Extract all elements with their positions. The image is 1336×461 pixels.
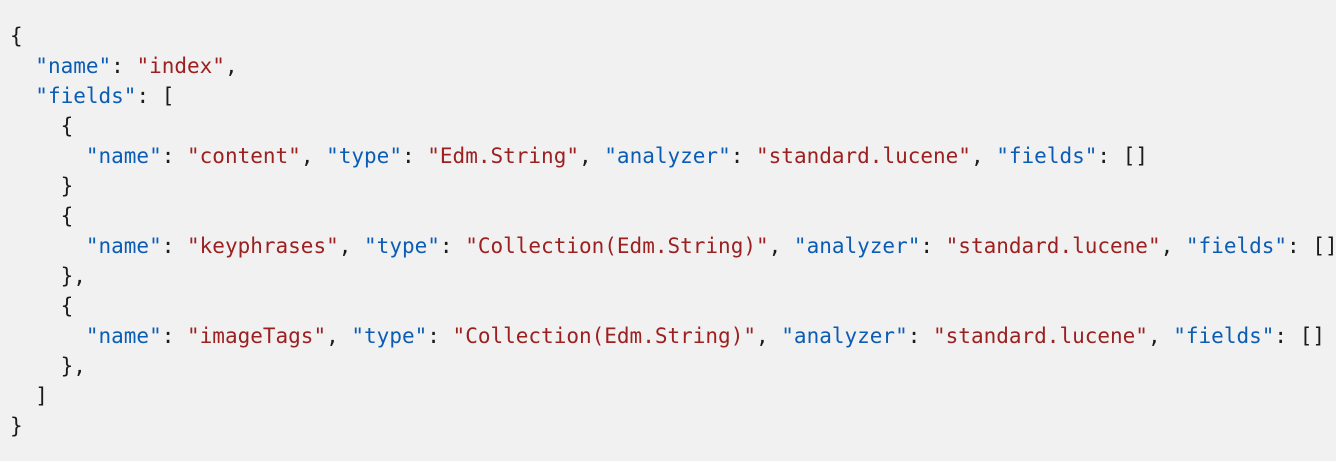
code-token-key: "fields" [35, 84, 137, 108]
code-token-bracket: ] [35, 384, 48, 408]
code-token-punct: : [111, 54, 137, 78]
code-token-key: "name" [35, 54, 112, 78]
code-token-key: "type" [364, 234, 440, 258]
code-token-punct: : [401, 144, 428, 168]
code-token-bracket: { [60, 294, 74, 318]
code-line: "name": "index", [10, 51, 1336, 81]
code-token-indent [10, 144, 86, 168]
code-line: ] [10, 381, 1336, 411]
code-token-punct: : [730, 144, 757, 168]
code-token-bracket: } [60, 264, 74, 288]
code-token-punct: : [136, 84, 162, 108]
code-token-punct: : [1287, 234, 1313, 258]
code-line: { [10, 111, 1336, 141]
code-token-punct: , [224, 54, 238, 78]
code-token-punct: : [1274, 324, 1300, 348]
code-token-bracket: [] [1122, 144, 1148, 168]
code-line: } [10, 171, 1336, 201]
code-token-indent [10, 264, 61, 288]
code-token-indent [10, 204, 61, 228]
code-token-punct: , [1147, 324, 1174, 348]
code-token-punct: , [326, 324, 352, 348]
code-token-string: "imageTags" [187, 324, 327, 348]
code-token-punct: , [1160, 234, 1186, 258]
code-token-punct: , [578, 144, 605, 168]
code-token-key: "type" [326, 144, 402, 168]
code-token-bracket: { [10, 24, 23, 48]
code-token-string: "standard.lucene" [933, 324, 1148, 348]
code-line: }, [10, 351, 1336, 381]
code-token-bracket: { [60, 204, 74, 228]
code-token-punct: : [161, 234, 188, 258]
code-token-punct: : [161, 144, 188, 168]
code-token-key: "analyzer" [604, 144, 731, 168]
code-token-string: "Edm.String" [427, 144, 579, 168]
code-token-punct: , [73, 264, 86, 288]
code-token-key: "fields" [996, 144, 1098, 168]
code-line: { [10, 201, 1336, 231]
code-token-punct: : [920, 234, 946, 258]
code-token-key: "name" [85, 234, 162, 258]
code-token-key: "fields" [1185, 234, 1288, 258]
code-token-indent [10, 294, 61, 318]
code-token-punct: : [1097, 144, 1123, 168]
code-token-bracket: [] [1299, 324, 1325, 348]
code-token-bracket: } [60, 174, 74, 198]
code-token-indent [10, 384, 35, 408]
code-token-string: "index" [136, 54, 225, 78]
code-token-string: "keyphrases" [187, 234, 339, 258]
code-token-punct: : [427, 324, 453, 348]
code-token-indent [10, 84, 35, 108]
code-token-indent [10, 354, 61, 378]
code-token-indent [10, 174, 61, 198]
code-token-key: "analyzer" [781, 324, 908, 348]
code-token-string: "Collection(Edm.String)" [452, 324, 756, 348]
code-token-string: "content" [187, 144, 301, 168]
code-token-punct: , [970, 144, 997, 168]
code-token-key: "fields" [1173, 324, 1275, 348]
code-token-string: "Collection(Edm.String)" [465, 234, 769, 258]
code-token-bracket: { [60, 114, 74, 138]
code-token-key: "name" [85, 144, 162, 168]
code-line: "fields": [ [10, 81, 1336, 111]
code-line: "name": "content", "type": "Edm.String",… [10, 141, 1336, 171]
code-token-string: "standard.lucene" [756, 144, 971, 168]
code-token-punct: , [755, 324, 782, 348]
code-token-key: "type" [351, 324, 428, 348]
code-line: { [10, 291, 1336, 321]
code-token-punct: : [439, 234, 466, 258]
code-token-key: "analyzer" [793, 234, 921, 258]
code-token-punct: , [73, 354, 86, 378]
code-token-punct: , [338, 234, 365, 258]
code-token-string: "standard.lucene" [945, 234, 1161, 258]
code-token-bracket: [] [1312, 234, 1336, 258]
code-token-punct: : [907, 324, 934, 348]
code-line: "name": "imageTags", "type": "Collection… [10, 321, 1336, 351]
code-token-indent [10, 234, 86, 258]
code-line: } [10, 411, 1336, 441]
code-line: { [10, 21, 1336, 51]
code-line: }, [10, 261, 1336, 291]
code-token-punct: , [768, 234, 794, 258]
code-line: "name": "keyphrases", "type": "Collectio… [10, 231, 1336, 261]
code-token-punct: , [300, 144, 327, 168]
code-token-key: "name" [85, 324, 162, 348]
code-token-indent [10, 114, 61, 138]
code-token-punct: : [161, 324, 188, 348]
code-token-bracket: } [60, 354, 74, 378]
code-token-indent [10, 324, 86, 348]
code-token-bracket: } [10, 414, 23, 438]
code-token-bracket: [ [161, 84, 175, 108]
code-token-indent [10, 54, 35, 78]
